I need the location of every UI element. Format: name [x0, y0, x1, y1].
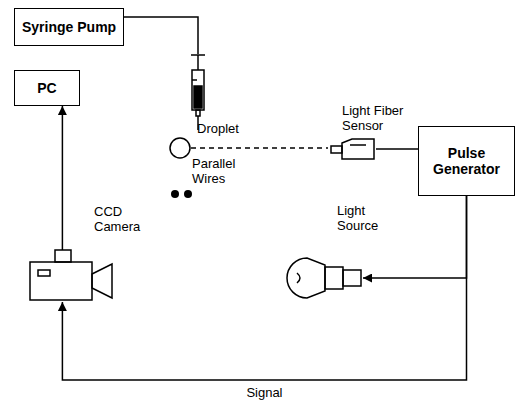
sensor-body [342, 139, 374, 159]
camera-detail [38, 270, 50, 276]
lamp-base [343, 270, 361, 286]
part-label: CCD Camera [94, 204, 150, 234]
syringe-hub [196, 110, 200, 116]
syringe-liquid [194, 86, 202, 108]
wire-end [171, 190, 179, 198]
camera-body [30, 262, 92, 300]
part-label: Light Fiber Sensor [342, 103, 418, 133]
device-box: Syringe Pump [14, 8, 124, 46]
lamp-symbol [283, 255, 363, 301]
part-label: Droplet [197, 121, 259, 136]
device-box: Pulse Generator [418, 126, 515, 196]
sensor-detail [350, 144, 366, 146]
syringe-plunger-rod [197, 55, 199, 70]
connector [62, 196, 466, 380]
connector [191, 147, 328, 149]
connector [363, 196, 467, 278]
sensor-symbol [328, 137, 376, 161]
connector [376, 148, 418, 150]
camera-viewfinder [55, 250, 71, 262]
part-label: Parallel Wires [192, 156, 252, 186]
sensor-symbol: Light Fiber Sensor [328, 137, 376, 161]
camera-lens [92, 264, 112, 298]
box-label: Pulse Generator [426, 145, 507, 177]
connector [62, 106, 64, 250]
box-label: Syringe Pump [22, 19, 116, 35]
droplet-symbol [169, 137, 191, 159]
part-label: Light Source [337, 203, 393, 233]
wire-end [184, 190, 192, 198]
sensor-tip [331, 146, 342, 153]
lamp-symbol: Light Source [283, 255, 363, 301]
camera-symbol [28, 250, 114, 302]
droplet-outline [170, 138, 190, 158]
lamp-bulb [287, 258, 325, 298]
device-box: PC [14, 70, 80, 106]
lamp-filament [297, 273, 300, 283]
camera-symbol: CCD Camera [28, 250, 114, 302]
box-label: PC [37, 80, 56, 96]
syringe-tick [192, 79, 197, 81]
syringe-barrel [192, 70, 204, 110]
lamp-neck [325, 267, 343, 289]
droplet-symbol: Droplet [169, 137, 191, 159]
signal-label: Signal [244, 385, 284, 400]
